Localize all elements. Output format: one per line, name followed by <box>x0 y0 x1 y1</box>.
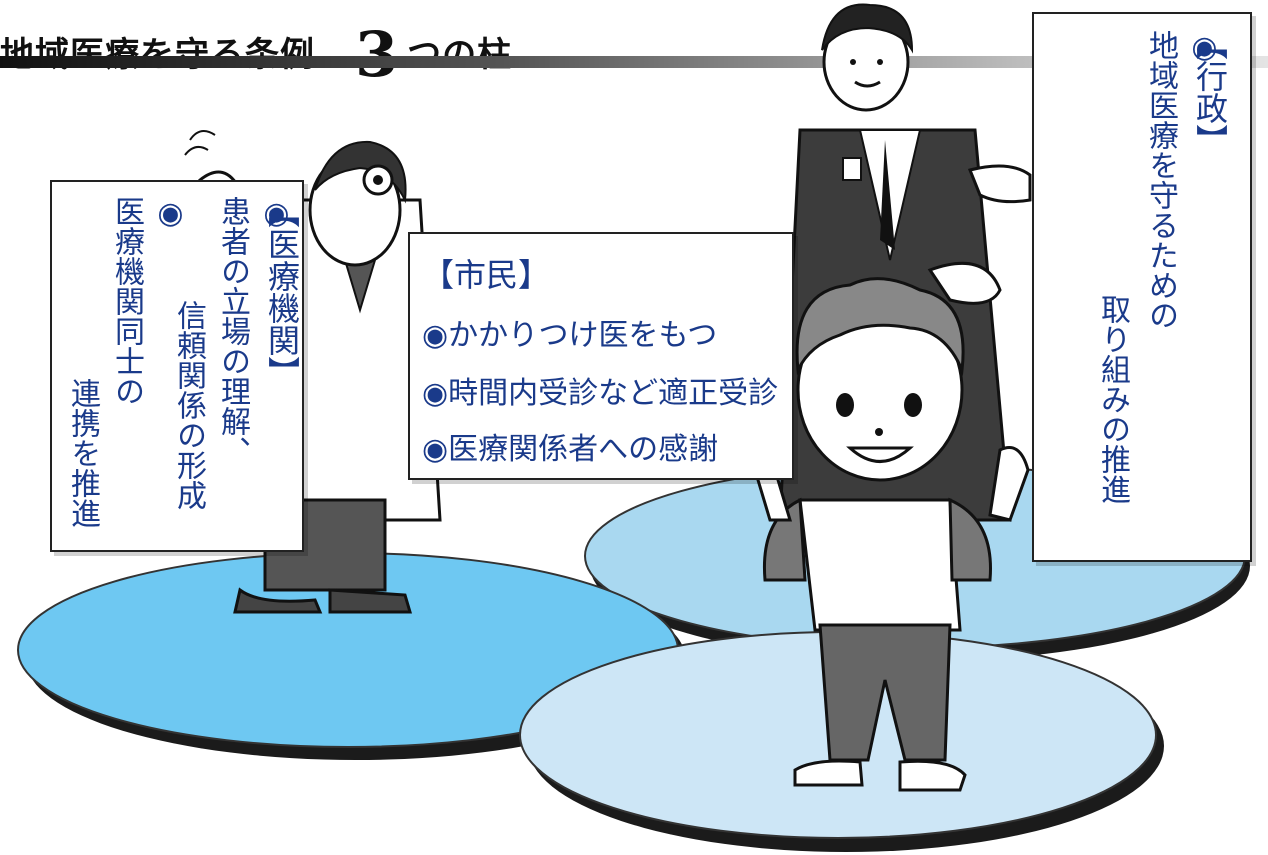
citizen-item: ◉医療関係者への感謝 <box>422 432 719 467</box>
medical-institution-panel: 【医療機関】 ◉患者の立場の理解、 信頼関係の形成 ◉医療機関同士の 連携を推進 <box>50 180 304 552</box>
admin-panel-heading: 【行政】 <box>1191 28 1229 156</box>
medical-item2-line1: ◉医療機関同士の <box>104 196 192 406</box>
bullet-icon: ◉ <box>1187 30 1222 65</box>
title-prefix: 地域医療を守る条例 <box>0 35 315 75</box>
administration-panel: 【行政】 ◉地域医療を守るための 取り組みの推進 <box>1032 12 1252 562</box>
citizen-panel: 【市民】 ◉かかりつけ医をもつ ◉時間内受診など適正受診 ◉医療関係者への感謝 <box>408 232 794 480</box>
medical-item1-line2: 信頼関係の形成 <box>171 300 206 510</box>
citizen-item: ◉かかりつけ医をもつ <box>422 318 718 353</box>
title-suffix: つの柱 <box>407 35 513 75</box>
admin-line1: ◉地域医療を守るための <box>1138 30 1226 330</box>
medical-item2-line2: 連携を推進 <box>65 378 100 528</box>
citizen-item: ◉時間内受診など適正受診 <box>422 376 779 411</box>
citizen-panel-heading: 【市民】 <box>422 256 551 294</box>
bullet-icon: ◉ <box>153 196 188 231</box>
disc-left <box>17 552 686 760</box>
bullet-icon: ◉ <box>259 196 294 231</box>
admin-line2: 取り組みの推進 <box>1095 294 1130 504</box>
header-rule <box>0 56 1268 68</box>
medical-item1-line1: ◉患者の立場の理解、 <box>210 196 298 466</box>
doctor-figure-icon <box>184 130 442 614</box>
child-figure-icon <box>753 277 1030 792</box>
title-number: 3 <box>355 18 400 91</box>
medical-panel-heading: 【医療機関】 <box>263 196 301 388</box>
